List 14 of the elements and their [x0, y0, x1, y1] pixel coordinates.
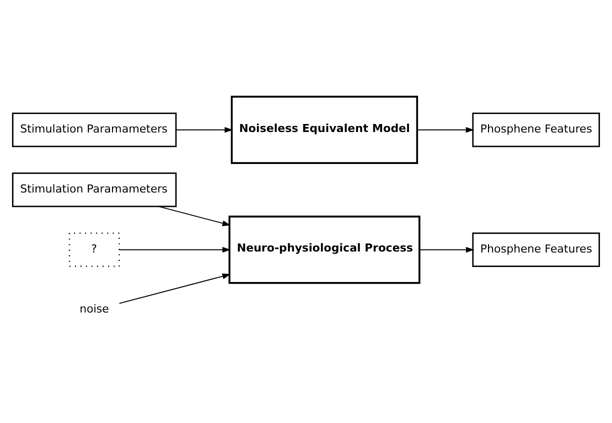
node-box: Stimulation Paramameters	[12, 112, 177, 148]
arrow	[118, 246, 231, 253]
node-box: Phosphene Features	[472, 232, 600, 268]
arrow	[176, 126, 233, 133]
node-box: Neuro-physiological Process	[228, 216, 420, 284]
node-box: Phosphene Features	[472, 112, 600, 148]
node-text: noise	[80, 302, 109, 316]
arrow	[416, 126, 474, 133]
arrow	[158, 206, 231, 226]
node-box: Stimulation Paramameters	[12, 172, 177, 208]
arrow	[419, 246, 474, 253]
node-box: Noiseless Equivalent Model	[230, 96, 418, 164]
arrow	[118, 273, 231, 304]
node-box: ?	[68, 232, 120, 268]
